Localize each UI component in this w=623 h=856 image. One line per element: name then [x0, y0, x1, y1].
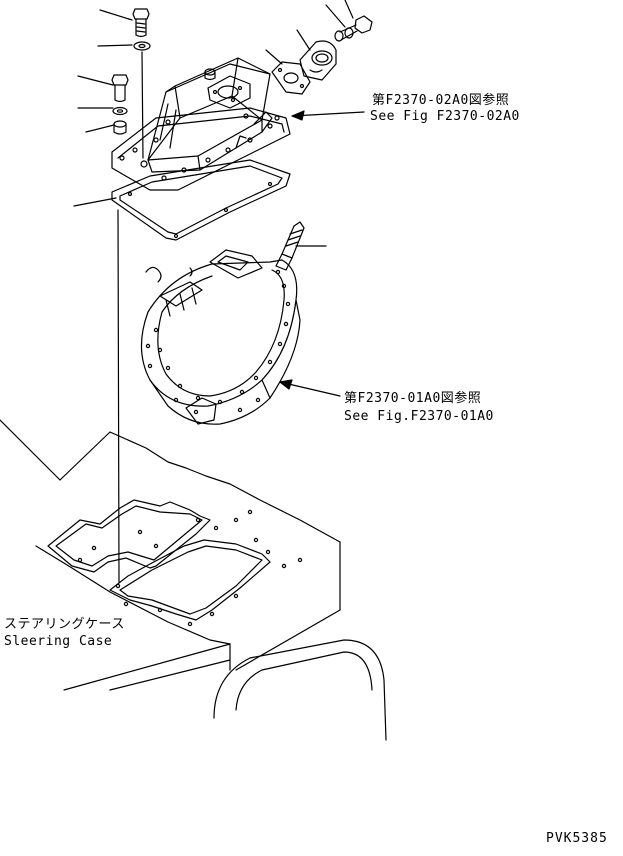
cover-gasket — [111, 159, 291, 241]
case-label-jp: ステアリングケース — [4, 617, 125, 632]
case-label-en: Sleering Case — [4, 634, 113, 649]
drawing-code: PVK5385 — [546, 831, 608, 846]
band-reference-jp: 第F2370-01A0図参照 — [344, 391, 482, 406]
brake-band — [140, 249, 301, 425]
flange-gasket — [271, 61, 311, 95]
reference-arrows — [279, 110, 365, 397]
adjuster-rod — [275, 221, 305, 271]
left-bolt-set — [111, 8, 151, 159]
elbow-flange — [299, 40, 337, 81]
steering-case — [0, 209, 387, 741]
right-bolt-set — [334, 15, 373, 42]
valve-cover — [111, 57, 291, 191]
cover-reference-en: See Fig F2370-02A0 — [370, 109, 520, 124]
cover-reference-jp: 第F2370-02A0図参照 — [372, 93, 510, 108]
band-reference-en: See Fig.F2370-01A0 — [344, 409, 494, 424]
callout-leaders — [73, 0, 354, 247]
